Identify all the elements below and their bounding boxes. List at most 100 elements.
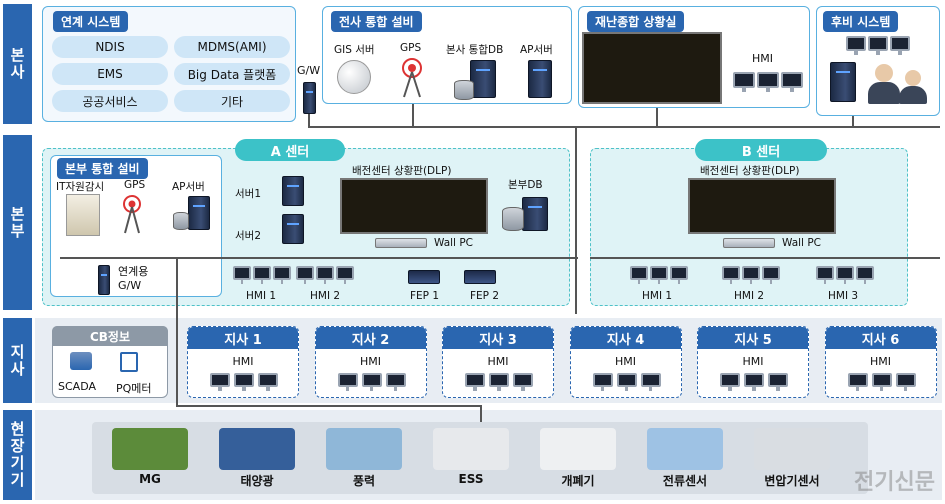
field-device-image: [433, 428, 509, 470]
monitor-icon: [847, 373, 868, 391]
field-device-label: 전류센서: [662, 474, 708, 488]
center-a-db-icon: [502, 207, 524, 231]
hq-gis-label: GIS 서버: [334, 44, 375, 56]
hq-db-server-icon: [470, 60, 496, 98]
branch-office-box: 지사 2 HMI: [314, 326, 427, 398]
branch-gw-icon: [98, 265, 110, 295]
scada-icon: [70, 352, 92, 370]
hq-db-icon: [454, 80, 474, 100]
branch-office-hmi-label: HMI: [487, 355, 509, 368]
branch-office-title: 지사 1: [188, 327, 298, 349]
disaster-room-hmi-label: HMI: [752, 52, 774, 65]
linked-item-other: 기타: [174, 90, 290, 112]
center-b-dlp-label: 배전센터 상황판(DLP): [700, 165, 800, 177]
center-a-wallpc-icon: [375, 238, 427, 248]
monitor-icon: [670, 266, 688, 284]
drop-line: [176, 257, 178, 407]
field-device-label: 변압기센서: [764, 474, 820, 488]
branch-gps-label: GPS: [124, 179, 146, 191]
field-device-label: ESS: [458, 472, 484, 486]
monitor-icon: [253, 266, 271, 284]
field-link-line: [176, 405, 482, 407]
branch-equipment-title: 본부 통합 설비: [57, 158, 148, 179]
operator-icon: [875, 64, 893, 82]
operator-body-icon: [899, 86, 927, 104]
hq-ap-server-icon: [528, 60, 552, 98]
field-device-image: [326, 428, 402, 470]
fep2-label: FEP 2: [470, 290, 500, 302]
side-label-field: 현장기기: [3, 410, 32, 500]
branch-office-hmi-label: HMI: [869, 355, 891, 368]
backup-system-title: 후비 시스템: [823, 11, 899, 32]
branch-office-hmi-label: HMI: [232, 355, 254, 368]
connector-line: [308, 114, 310, 128]
field-device-label: 개폐기: [561, 474, 595, 488]
connector-line: [656, 108, 658, 126]
linked-item-ndis: NDIS: [52, 36, 168, 58]
operator-icon: [905, 70, 921, 86]
center-b-hmi3-label: HMI 3: [828, 290, 859, 302]
monitor-icon: [385, 373, 406, 391]
hq-gw-label: G/W: [297, 64, 321, 77]
monitor-icon: [465, 373, 485, 391]
operator-body-icon: [868, 82, 900, 104]
field-device-image: [647, 428, 723, 470]
branch-ap-db-icon: [173, 212, 189, 230]
monitor-icon: [846, 36, 866, 55]
pq-meter-label: PQ메터: [116, 382, 152, 395]
branch-office-box: 지사 1 HMI: [187, 326, 299, 398]
hq-ap-label: AP서버: [520, 44, 553, 56]
monitor-icon: [489, 373, 509, 391]
fep2-icon: [464, 270, 496, 284]
field-device-image: [219, 428, 295, 470]
linked-systems-title: 연계 시스템: [53, 11, 129, 32]
cb-info-title: CB정보: [52, 326, 168, 346]
hq-equipment-title: 전사 통합 설비: [331, 11, 422, 32]
connector-line: [412, 104, 414, 126]
monitor-icon: [258, 373, 278, 391]
monitor-icon: [762, 266, 780, 284]
field-device-image: [754, 428, 830, 470]
center-a-db-label: 본부DB: [508, 179, 543, 191]
monitor-icon: [868, 36, 888, 55]
monitor-icon: [816, 266, 834, 284]
server2-label: 서버2: [235, 230, 262, 242]
branch-office-box: 지사 4 HMI: [569, 326, 682, 398]
branch-office-title: 지사 3: [443, 327, 553, 349]
center-b-wallpc-icon: [723, 238, 775, 248]
center-b-title: B 센터: [695, 139, 827, 161]
branch-gw-label: 연계용 G/W: [118, 265, 149, 292]
branch-office-title: 지사 2: [315, 327, 426, 349]
gps-antenna-icon: [123, 195, 141, 234]
side-label-hq: 본사: [3, 4, 32, 124]
server1-label: 서버1: [235, 188, 262, 200]
fep1-label: FEP 1: [410, 290, 440, 302]
monitor-icon: [336, 266, 354, 284]
monitor-icon: [233, 266, 251, 284]
it-monitor-cabinet-icon: [66, 194, 100, 236]
it-monitor-label: IT자원감시: [56, 181, 105, 193]
monitor-icon: [895, 373, 916, 391]
backup-server-icon: [830, 62, 856, 102]
branch-office-title: 지사 4: [570, 327, 681, 349]
monitor-icon: [650, 266, 668, 284]
center-a-db-server-icon: [522, 197, 548, 231]
side-label-branch-hq: 본부: [3, 135, 32, 310]
hq-backbone-line: [308, 126, 940, 128]
branch-office-title: 지사 6: [825, 327, 936, 349]
monitor-icon: [616, 373, 637, 391]
linked-item-mdms: MDMS(AMI): [174, 36, 290, 58]
branch-office-box: 지사 3 HMI: [442, 326, 554, 398]
branch-office-hmi-label: HMI: [359, 355, 381, 368]
monitor-icon: [640, 373, 661, 391]
hq-gps-label: GPS: [400, 42, 422, 54]
center-b-hmi2-label: HMI 2: [734, 290, 765, 302]
connector-line: [575, 128, 577, 314]
monitor-icon: [742, 266, 760, 284]
branch-office-title: 지사 5: [698, 327, 808, 349]
globe-icon: [337, 60, 371, 94]
center-b-dlp-screen: [688, 178, 836, 234]
monitor-icon: [234, 373, 254, 391]
monitor-icon: [722, 266, 740, 284]
branch-office-hmi-label: HMI: [614, 355, 636, 368]
